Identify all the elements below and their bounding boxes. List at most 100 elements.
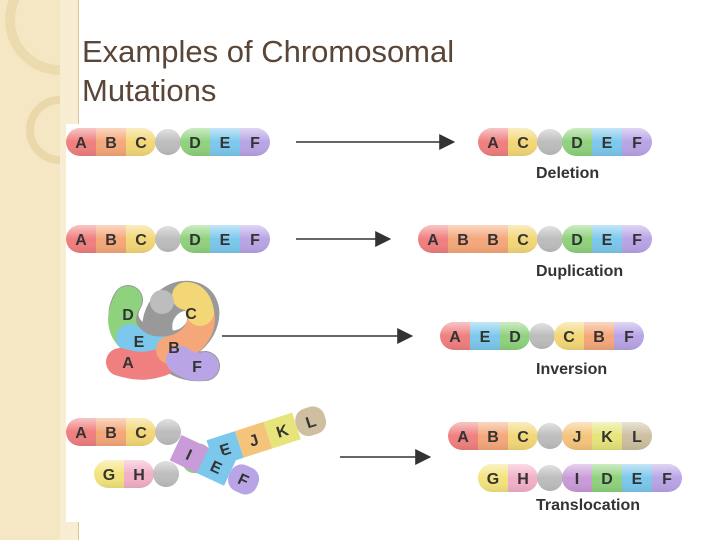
gene-segment-shine <box>614 322 644 350</box>
gene-segment-shine <box>96 225 126 253</box>
gene-segment-shine <box>210 128 240 156</box>
gene-segment-shine <box>562 128 592 156</box>
inversion-loop-segment <box>166 346 219 381</box>
gene-label-b: B <box>105 135 117 152</box>
gene-label-a: A <box>122 355 134 372</box>
gene-label-a: A <box>487 135 499 152</box>
gene-segment-shine <box>508 128 538 156</box>
gene-segment-shine <box>622 464 652 492</box>
gene-label-d: D <box>189 232 201 249</box>
gene-label-l: L <box>632 429 642 446</box>
gene-segment-shine <box>180 225 210 253</box>
gene-segment-shine <box>240 128 270 156</box>
gene-label-c: C <box>135 425 147 442</box>
slide-title-line2: Mutations <box>82 73 217 108</box>
gene-label-e: E <box>602 232 613 249</box>
centromere-shine <box>537 423 563 449</box>
gene-label-d: D <box>571 232 583 249</box>
gene-label-c: C <box>517 429 529 446</box>
gene-label-e: E <box>134 334 145 351</box>
gene-segment-shine <box>66 418 96 446</box>
gene-segment-shine <box>478 464 508 492</box>
gene-segment-shine <box>210 225 240 253</box>
gene-label-f: F <box>250 135 260 152</box>
gene-label-e: E <box>632 471 643 488</box>
gene-segment-shine <box>508 464 538 492</box>
inversion-label: Inversion <box>536 361 607 378</box>
gene-segment-shine <box>622 225 652 253</box>
gene-label-b: B <box>168 340 180 357</box>
gene-label-e: E <box>480 329 491 346</box>
gene-segment-shine <box>478 422 508 450</box>
gene-segment-shine <box>448 422 478 450</box>
gene-segment-shine <box>66 225 96 253</box>
gene-segment-e <box>196 447 236 486</box>
gene-label-h: H <box>133 467 145 484</box>
centromere-shine <box>155 419 181 445</box>
translocation-before-crossing: DEJKLIEF <box>169 406 327 495</box>
gene-segment-shine <box>66 128 96 156</box>
gene-segment-shine <box>126 418 156 446</box>
gene-segment-shine <box>126 225 156 253</box>
gene-label-f: F <box>662 471 672 488</box>
gene-segment-shine <box>470 322 500 350</box>
gene-label-a: A <box>75 135 87 152</box>
gene-segment-shine <box>448 225 478 253</box>
gene-segment-shine <box>562 422 592 450</box>
gene-segment-f <box>228 464 260 495</box>
centromere-shine <box>155 129 181 155</box>
gene-label-d: D <box>122 307 134 324</box>
deletion-label: Deletion <box>536 165 599 182</box>
gene-label-d: D <box>571 135 583 152</box>
gene-label-e: E <box>220 232 231 249</box>
centromere-shine <box>537 465 563 491</box>
inversion-loop-segment <box>172 282 214 326</box>
gene-label-d: D <box>601 471 613 488</box>
gene-segment-shine <box>592 464 622 492</box>
gene-label-b: B <box>105 232 117 249</box>
gene-label-b: B <box>105 425 117 442</box>
gene-segment-shine <box>562 225 592 253</box>
gene-segment-i <box>169 435 209 474</box>
gene-segment-shine <box>622 128 652 156</box>
gene-segment-shine <box>508 422 538 450</box>
gene-label-e: E <box>220 135 231 152</box>
translocation-label: Translocation <box>536 497 640 514</box>
gene-segment-shine <box>240 225 270 253</box>
gene-label-f: F <box>632 135 642 152</box>
gene-segment-shine <box>126 128 156 156</box>
gene-segment-shine <box>478 128 508 156</box>
gene-label-b: B <box>487 429 499 446</box>
gene-segment-shine <box>440 322 470 350</box>
gene-label-c: C <box>517 232 529 249</box>
translocation-crossing-strand-two: IEF <box>169 435 260 495</box>
gene-label-h: H <box>517 471 529 488</box>
slide-title: Examples of Chromosomal Mutations <box>82 32 642 110</box>
gene-segment-shine <box>562 464 592 492</box>
gene-label-d: D <box>509 329 521 346</box>
gene-label-e: E <box>602 135 613 152</box>
gene-label-f: F <box>192 359 202 376</box>
gene-label-i: I <box>183 447 194 464</box>
gene-label-g: G <box>487 471 499 488</box>
gene-segment-shine <box>508 225 538 253</box>
gene-segment-shine <box>554 322 584 350</box>
gene-segment-shine <box>592 225 622 253</box>
gene-label-f: F <box>632 232 642 249</box>
centromere-shine <box>537 226 563 252</box>
gene-label-b: B <box>487 232 499 249</box>
centromere-shine <box>529 323 555 349</box>
slide-title-line1: Examples of Chromosomal <box>82 34 455 69</box>
gene-segment-j <box>235 421 273 458</box>
gene-segment-shine <box>418 225 448 253</box>
gene-label-a: A <box>449 329 461 346</box>
gene-label-j: J <box>573 429 582 446</box>
